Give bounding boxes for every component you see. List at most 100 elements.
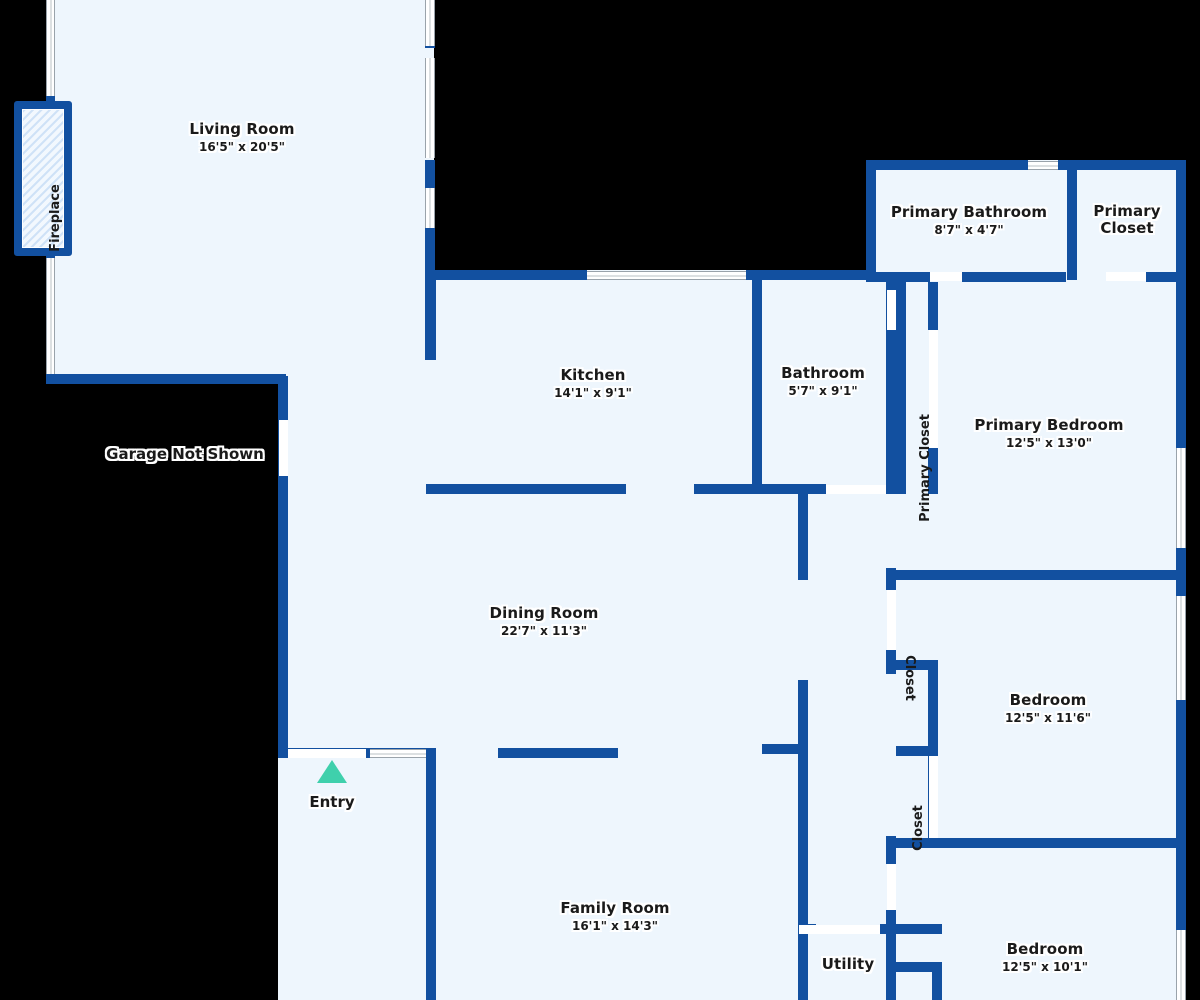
family-room-dim: 16'1" x 14'3" [571,918,659,933]
label-living-room: Living Room 16'5" x 20'5" [189,120,294,155]
wall-utility-east [886,924,896,964]
wall-primary-bath-south-c [1146,272,1186,282]
window-living-east-mid [425,58,435,158]
wall-garage-right [278,376,288,758]
wall-closet-mid-split [896,746,938,756]
window-bedroom3-east [1176,930,1186,1000]
wall-primary-closet-v-east-b [928,448,938,494]
door-hall-to-bedroom2 [887,590,896,650]
door-utility [816,925,880,934]
wall-kitchen-north-a [435,270,587,280]
living-room-dim: 16'5" x 20'5" [198,139,286,154]
window-primary-bedroom-east [1176,448,1186,548]
kitchen-name: Kitchen [560,366,626,384]
wall-primary-bath-north-b [1058,160,1186,170]
label-primary-closet-vertical: Primary Closet [918,414,933,522]
label-family-room: Family Room 16'1" x 14'3" [560,899,669,934]
wall-primary-bath-south-a [866,272,930,282]
bathroom-name: Bathroom [781,364,865,382]
kitchen-dim: 14'1" x 9'1" [554,385,632,400]
label-utility: Utility [822,955,874,974]
wall-living-bottom-jog [46,374,286,384]
wall-bedroom2-south [896,838,1186,848]
floor-kitchen-band [426,270,898,390]
wall-primary-closet-divider [1067,160,1077,280]
wall-hall-east-c [886,650,896,674]
wall-hall-east-d [886,836,896,864]
wall-bathroom-south-b [886,484,898,494]
door-primary-bedroom [887,290,896,330]
floor-living-room [46,0,434,382]
floor-primary-closet-t [1076,160,1186,280]
label-kitchen: Kitchen 14'1" x 9'1" [554,366,632,401]
primary-bathroom-name: Primary Bathroom [890,203,1048,221]
label-dining-room: Dining Room 22'7" x 11'3" [490,604,599,639]
window-bedroom2-east [1176,596,1186,700]
wall-primary-closet-v-east-a [928,282,938,330]
bedroom2-dim: 12'5" x 11'6" [1004,710,1092,725]
floor-east-wing [866,272,1186,1000]
primary-bathroom-dim: 8'7" x 4'7" [934,222,1004,237]
wall-east-exterior-c [1176,700,1186,930]
wall-dining-family-divider [498,748,618,758]
window-entry-front [370,749,426,758]
bathroom-dim: 5'7" x 9'1" [788,383,858,398]
fireplace-label: Fireplace [48,184,63,252]
wall-utility-south [886,962,942,972]
label-primary-bedroom: Primary Bedroom 12'5" x 13'0" [974,416,1123,451]
window-living-west-upper [46,0,55,96]
wall-kitchen-west [426,270,436,360]
dining-room-dim: 22'7" x 11'3" [500,623,588,638]
wall-primary-closet-v-west [896,282,906,494]
wall-utility-north-b [880,924,942,934]
label-bathroom: Bathroom 5'7" x 9'1" [781,364,865,399]
label-closet-upper: Closet [902,655,917,701]
door-entry-front [288,749,366,758]
bedroom3-dim: 12'5" x 10'1" [1001,959,1089,974]
window-kitchen-north [587,271,746,280]
living-room-name: Living Room [189,120,295,138]
wall-hall-east-a [886,272,896,290]
primary-bedroom-name: Primary Bedroom [974,416,1124,434]
utility-name: Utility [821,955,875,973]
wall-hall-stub-vertical [798,490,808,580]
dining-room-name: Dining Room [489,604,599,622]
door-hall-to-bedroom3 [887,864,896,910]
primary-closet-top-line2: Closet [1100,219,1154,238]
label-primary-closet-top: Primary Closet [1093,202,1161,238]
wall-closet-upper-east [928,660,938,746]
garage-not-shown-note: Garage Not Shown [106,445,264,463]
wall-family-hall-vertical [798,680,808,1000]
label-bedroom-3: Bedroom 12'5" x 10'1" [1002,940,1088,975]
window-primary-bath-north [1028,161,1058,170]
wall-kitchen-east [752,280,762,490]
door-primary-closet-side [929,330,938,448]
bedroom3-name: Bedroom [1006,940,1084,958]
wall-bathroom-south-a [694,484,826,494]
label-closet-lower: Closet [911,805,926,851]
door-primary-closet-top [1106,272,1146,281]
floor-primary-bath [866,160,1076,280]
primary-closet-top-line1: Primary [1093,202,1161,220]
wall-utility-east-lower [932,962,942,1000]
fireplace-hearth [22,109,64,248]
window-living-east-lower [425,188,435,228]
wall-primary-bath-north-a [866,160,1028,170]
window-living-east-upper [425,0,435,46]
door-bathroom [826,485,886,494]
wall-kitchen-south [426,484,626,494]
wall-kitchen-north-b [746,270,876,280]
wall-east-exterior-a [1176,160,1186,448]
wall-primary-bath-south-b [962,272,1066,282]
entry-label: Entry [309,793,355,811]
family-room-name: Family Room [560,899,670,917]
label-bedroom-2: Bedroom 12'5" x 11'6" [1005,691,1091,726]
door-closet-lower [929,756,938,838]
door-garage [279,420,288,476]
wall-bathroom-east [886,280,896,492]
wall-closet-upper-top [896,660,938,670]
window-living-west-lower [46,258,55,374]
door-utility-west [799,925,817,934]
wall-primary-bedroom-south [886,570,1186,580]
bedroom2-name: Bedroom [1009,691,1087,709]
